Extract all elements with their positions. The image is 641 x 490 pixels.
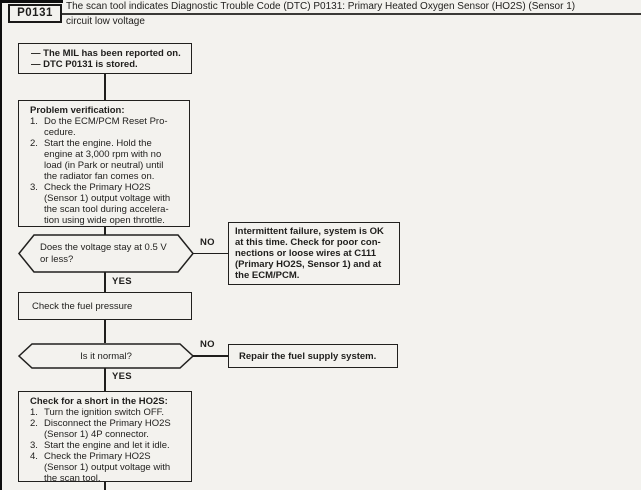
fuel-pressure-box: Check the fuel pressure: [18, 292, 192, 320]
decision-voltage-no-label: NO: [200, 237, 215, 248]
connector-start-to-verify: [104, 74, 106, 100]
repair-box: Repair the fuel supply system.: [228, 344, 398, 368]
decision-normal-question: Is it normal?: [80, 351, 132, 362]
start-box: — The MIL has been reported on. — DTC P0…: [18, 43, 192, 74]
start-box-line: — The MIL has been reported on.: [31, 48, 181, 59]
page-edge-top: [0, 0, 63, 3]
step-number: 2.: [30, 138, 38, 149]
verify-box: Problem verification: 1. Do the ECM/PCM …: [18, 100, 190, 227]
decision-normal-no-label: NO: [200, 339, 215, 350]
connector-decision1-yes: [104, 272, 106, 292]
short-step: 4. Check the Primary HO2S (Sensor 1) out…: [30, 451, 186, 484]
step-number: 1.: [30, 407, 38, 418]
connector-fuel-to-decision2: [104, 320, 106, 343]
connector-verify-to-decision1: [104, 227, 106, 235]
step-text: Do the ECM/PCM Reset Pro- cedure.: [44, 116, 168, 138]
start-box-line: — DTC P0131 is stored.: [31, 59, 138, 70]
dtc-code: P0131: [17, 7, 53, 19]
header-description-line1: The scan tool indicates Diagnostic Troub…: [66, 1, 576, 12]
short-box: Check for a short in the HO2S: 1. Turn t…: [18, 391, 192, 484]
step-number: 4.: [30, 451, 38, 462]
verify-step: 2. Start the engine. Hold the engine at …: [30, 138, 182, 182]
verify-step: 1. Do the ECM/PCM Reset Pro- cedure.: [30, 116, 182, 138]
short-step: 3. Start the engine and let it idle.: [30, 440, 186, 451]
connector-decision2-yes: [104, 368, 106, 391]
connector-decision2-no: [193, 355, 228, 357]
step-text: Check the Primary HO2S (Sensor 1) output…: [44, 182, 171, 226]
step-number: 3.: [30, 440, 38, 451]
step-text: Disconnect the Primary HO2S (Sensor 1) 4…: [44, 418, 171, 440]
decision-normal-yes-label: YES: [112, 371, 132, 382]
verify-box-title: Problem verification:: [30, 105, 125, 116]
step-number: 3.: [30, 182, 38, 193]
step-number: 2.: [30, 418, 38, 429]
connector-decision1-no: [193, 252, 228, 254]
step-text: Start the engine and let it idle.: [44, 440, 170, 451]
decision-voltage-yes-label: YES: [112, 276, 132, 287]
intermittent-box: Intermittent failure, system is OK at th…: [228, 222, 400, 285]
short-box-title: Check for a short in the HO2S:: [30, 396, 168, 407]
short-step: 2. Disconnect the Primary HO2S (Sensor 1…: [30, 418, 186, 440]
header-description-line2: circuit low voltage: [66, 16, 145, 27]
step-text: Turn the ignition switch OFF.: [44, 407, 165, 418]
verify-step: 3. Check the Primary HO2S (Sensor 1) out…: [30, 182, 182, 226]
repair-text: Repair the fuel supply system.: [239, 350, 377, 362]
dtc-code-box: P0131: [8, 4, 62, 23]
connector-continues-below: [104, 482, 106, 490]
header-rule: [62, 13, 641, 15]
step-text: Start the engine. Hold the engine at 3,0…: [44, 138, 164, 182]
short-step: 1. Turn the ignition switch OFF.: [30, 407, 186, 418]
fuel-pressure-text: Check the fuel pressure: [32, 300, 133, 312]
step-number: 1.: [30, 116, 38, 127]
page-edge-left: [0, 0, 2, 490]
decision-voltage-question: Does the voltage stay at 0.5 V or less?: [40, 242, 167, 265]
step-text: Check the Primary HO2S (Sensor 1) output…: [44, 451, 171, 484]
